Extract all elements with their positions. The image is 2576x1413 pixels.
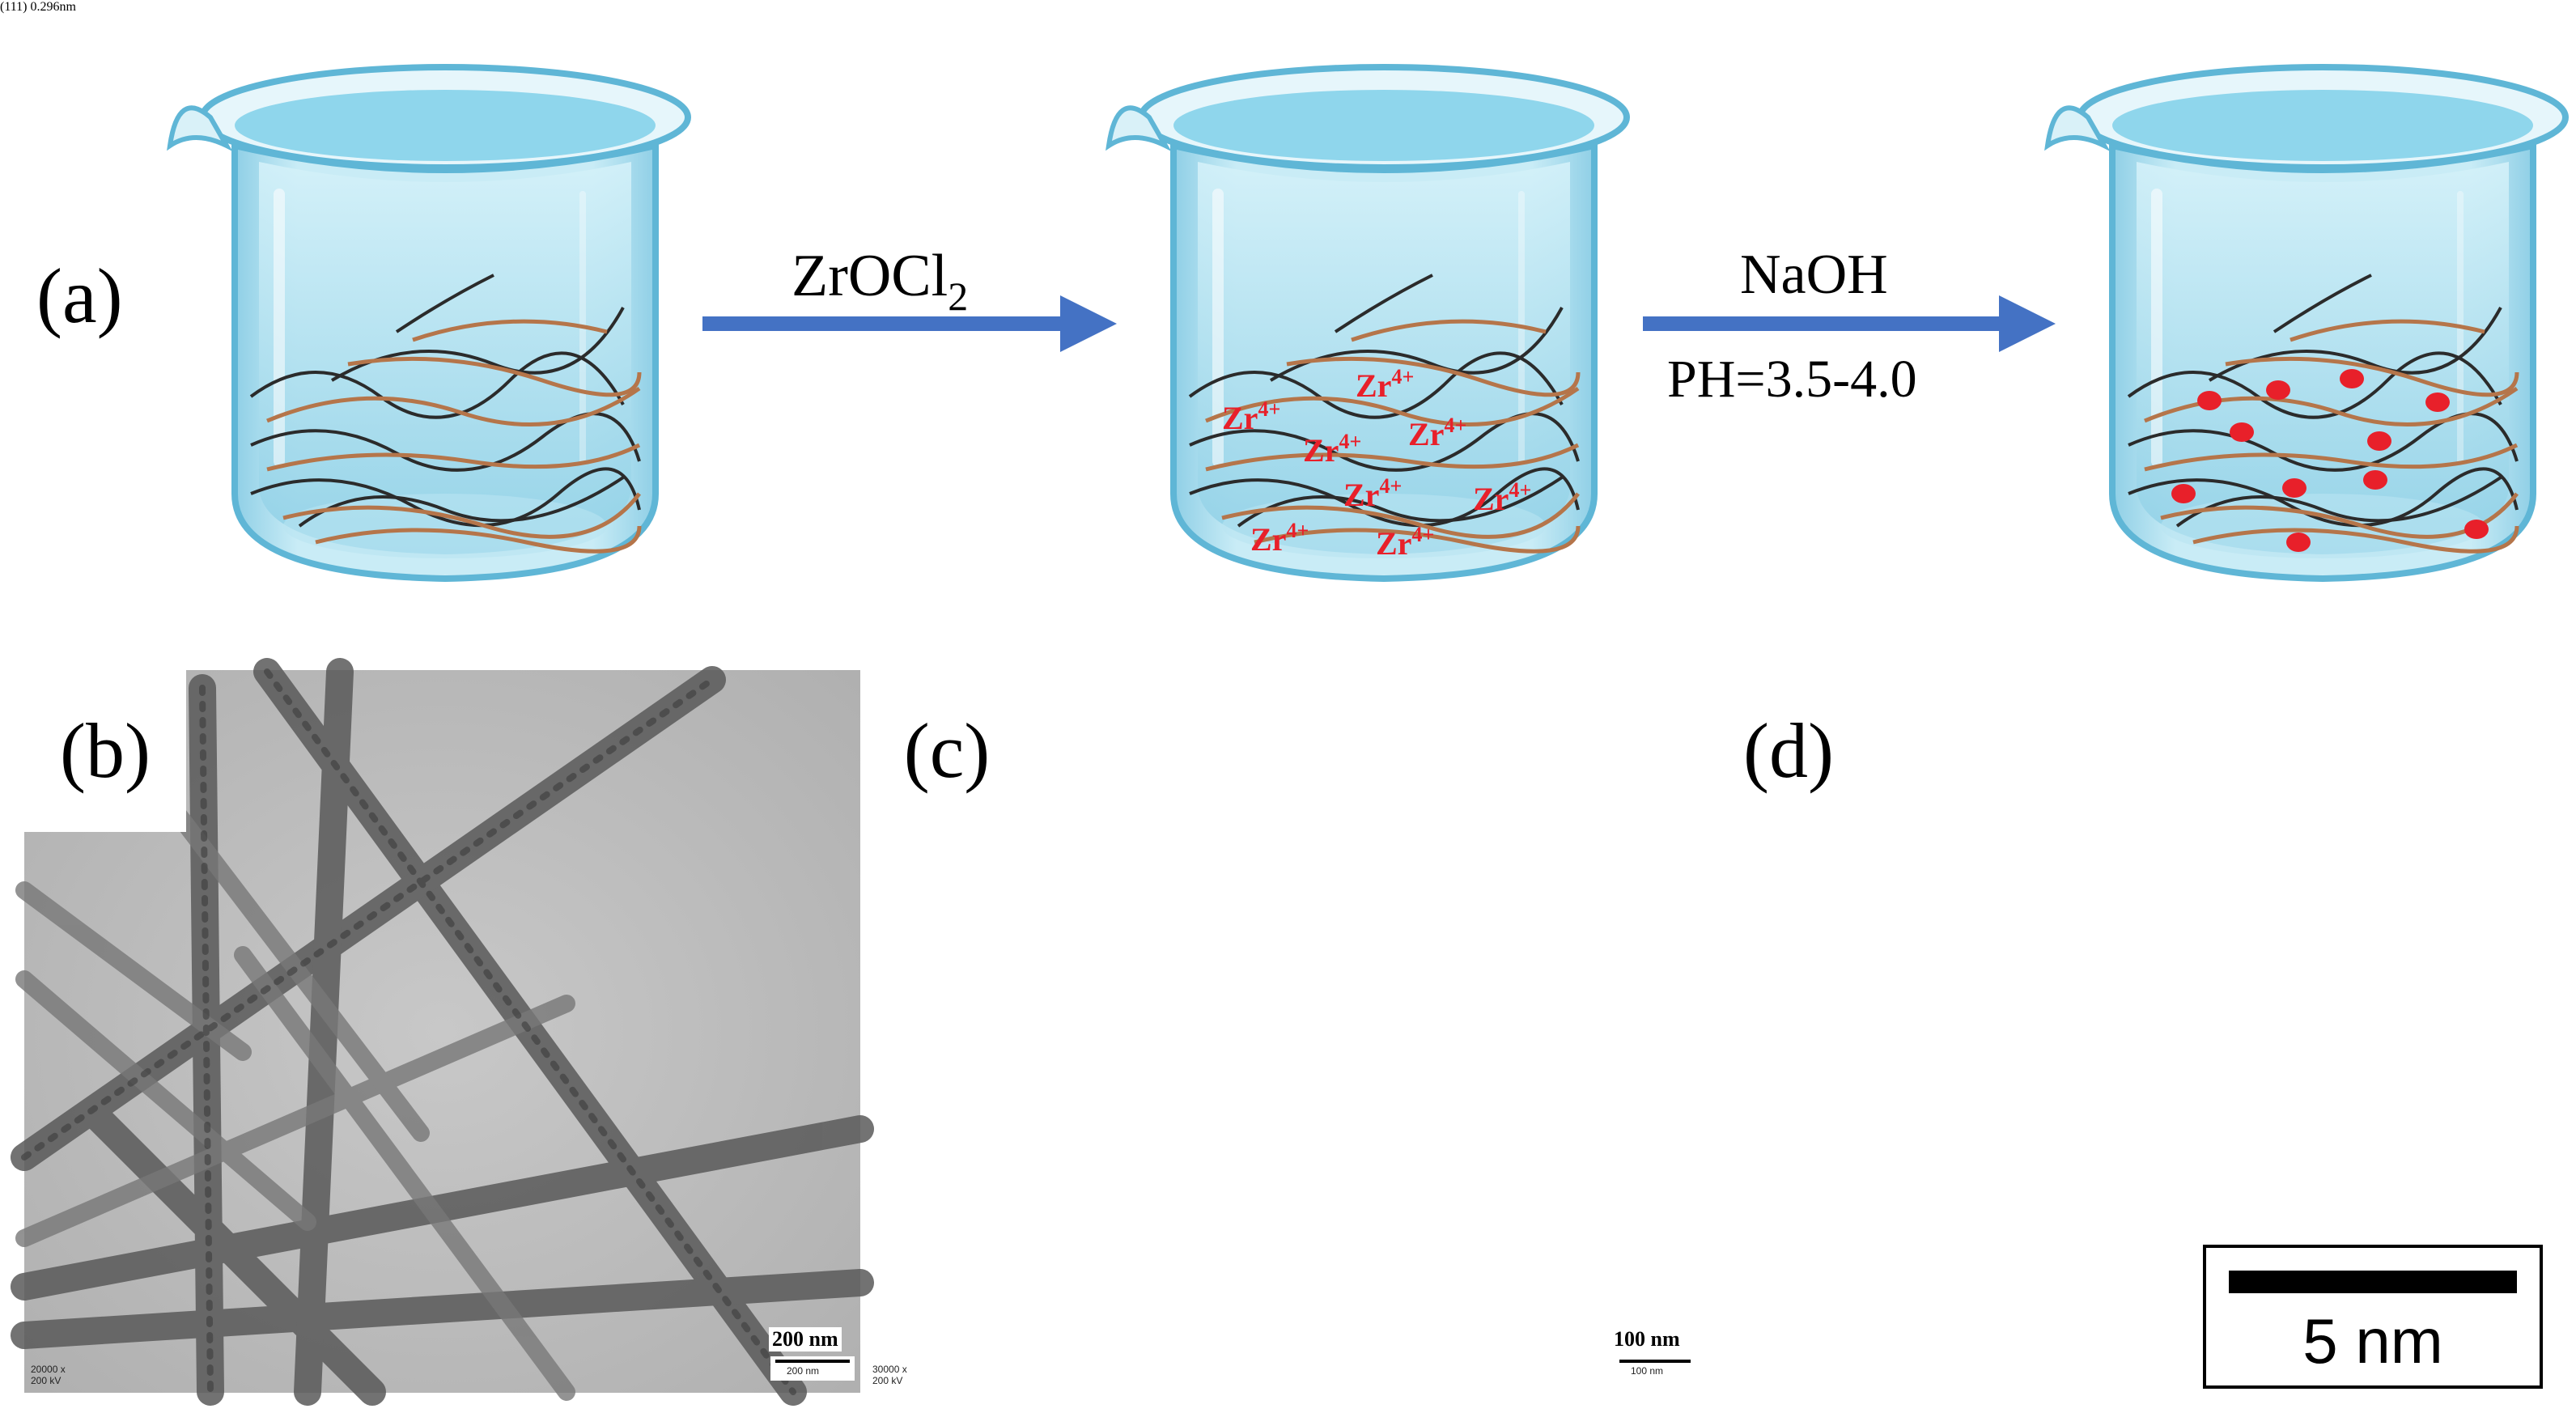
panel-c-scalebar: 100 nm [1615, 1356, 1695, 1381]
step-arrow-1: ZrOCl2 [702, 243, 1117, 352]
arrowhead-icon [1999, 295, 2056, 352]
arrowhead-icon [1060, 295, 1117, 352]
panel-d-hrtem-image: (111) 0.296nm [0, 0, 76, 14]
beaker-zro2-particles [2048, 67, 2565, 579]
beaker-icon [2048, 67, 2565, 579]
panel-b-magnification: 20000 x [31, 1364, 66, 1375]
panel-b-tem-image [11, 658, 874, 1406]
nanofibers-b [11, 658, 874, 1406]
panel-c-magnification: 30000 x [872, 1364, 907, 1375]
panel-d-scalebar: 5 nm [2203, 1245, 2543, 1389]
lattice-fringes: (111) 0.296nm [0, 0, 76, 14]
zr-ion-label: Zr4+ [1376, 523, 1434, 562]
zro2-particles [2171, 369, 2489, 552]
panel-b-label: (b) [24, 670, 186, 832]
step-arrow-2: NaOH PH=3.5-4.0 [1643, 244, 2056, 409]
panel-a: (a) ZrOCl2 Zr4+ Zr4+ Zr4+ Zr4+ Zr4+ Zr4+… [36, 67, 2565, 579]
spacing-label: 0.296nm [30, 0, 76, 14]
step-2-reagent: NaOH [1740, 244, 1888, 306]
panel-b-scale-text: 200 nm [769, 1327, 842, 1351]
beaker-icon [170, 67, 688, 579]
zr-ion-labels: Zr4+ Zr4+ Zr4+ Zr4+ Zr4+ Zr4+ Zr4+ Zr4+ [1222, 365, 1531, 562]
beaker-initial [170, 67, 688, 579]
beaker-zr-ions: Zr4+ Zr4+ Zr4+ Zr4+ Zr4+ Zr4+ Zr4+ Zr4+ [1109, 67, 1627, 579]
zr-ion-label: Zr4+ [1408, 414, 1466, 452]
panel-a-label: (a) [36, 252, 123, 339]
panel-c-scale-small: 100 nm [1631, 1365, 1664, 1377]
panel-c-voltage: 200 kV [872, 1375, 903, 1386]
panel-b-scalebar: 200 nm [770, 1356, 855, 1381]
zr-ion-label: Zr4+ [1222, 397, 1280, 436]
step-1-reagent: ZrOCl2 [791, 243, 968, 319]
zr-ion-label: Zr4+ [1250, 519, 1309, 558]
panel-b-scale-small: 200 nm [787, 1365, 820, 1377]
scalebar-line [2229, 1271, 2517, 1293]
zr-ion-label: Zr4+ [1473, 478, 1531, 517]
zr-ion-label: Zr4+ [1356, 365, 1414, 404]
zr-ion-label: Zr4+ [1303, 430, 1361, 469]
panel-d-label: (d) [1708, 670, 1869, 832]
panel-c-label: (c) [866, 670, 1028, 832]
panel-b-voltage: 200 kV [31, 1375, 62, 1386]
zr-ion-label: Zr4+ [1343, 474, 1402, 513]
panel-d-scale-text: 5 nm [2302, 1305, 2443, 1377]
step-2-condition: PH=3.5-4.0 [1667, 350, 1917, 409]
panel-c-scale-text: 100 nm [1611, 1327, 1683, 1351]
plane-label: (111) [0, 0, 28, 14]
